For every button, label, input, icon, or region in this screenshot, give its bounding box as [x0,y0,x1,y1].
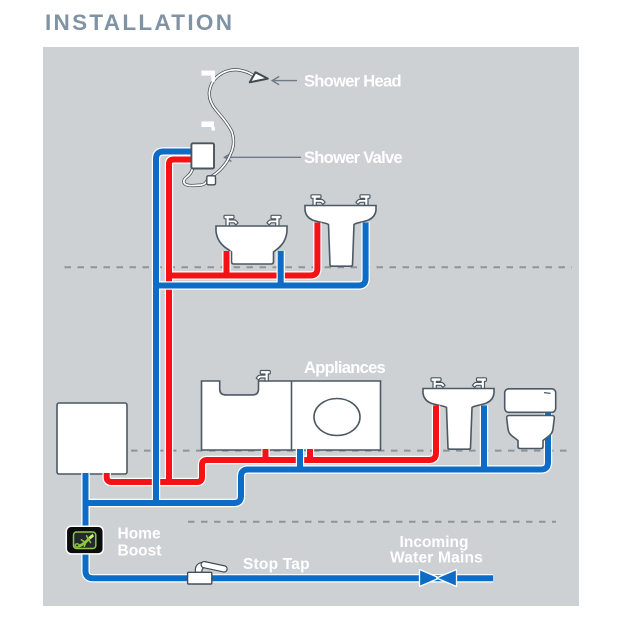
svg-text:Shower Valve: Shower Valve [304,149,403,167]
svg-text:INSTALLATION: INSTALLATION [45,10,234,35]
svg-text:Appliances: Appliances [304,359,386,377]
svg-text:Stop Tap: Stop Tap [243,556,310,573]
svg-text:Boost: Boost [118,542,162,559]
svg-text:Water Mains: Water Mains [390,550,483,567]
svg-text:Home: Home [118,525,161,542]
svg-text:Incoming: Incoming [400,534,469,551]
svg-text:Shower Head: Shower Head [304,72,401,90]
